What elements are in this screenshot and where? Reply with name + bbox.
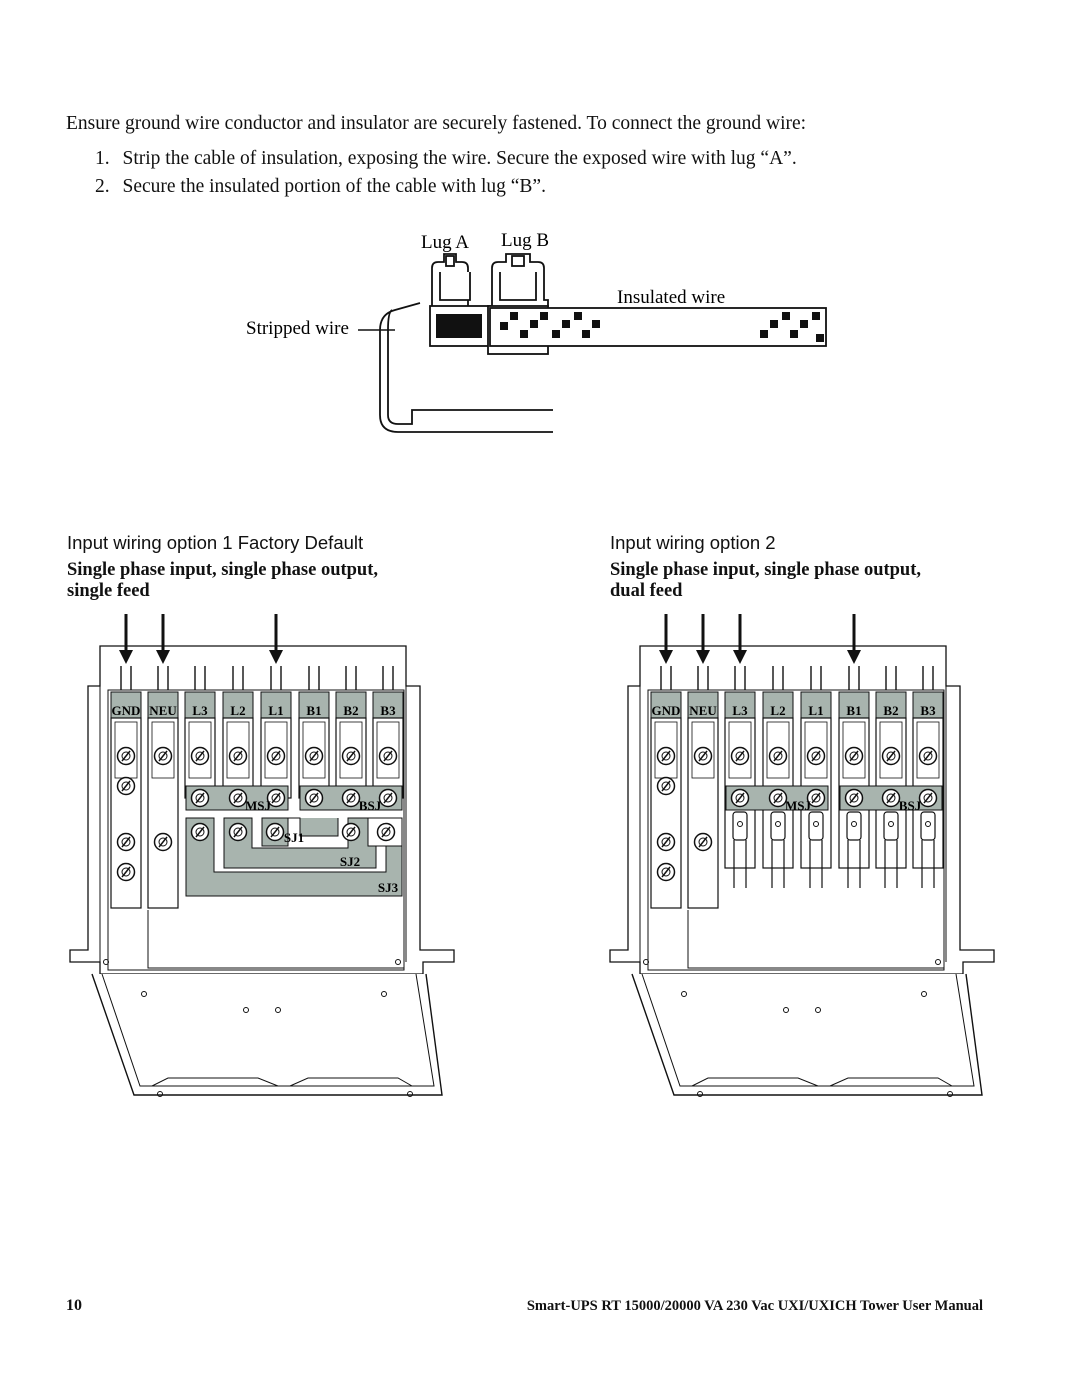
terminal-label-tab xyxy=(335,691,367,719)
terminal-label-b2: B2 xyxy=(343,703,358,718)
msj-label: MSJ xyxy=(245,798,272,813)
mount-hole xyxy=(275,1007,281,1013)
manual-title: Smart-UPS RT 15000/20000 VA 230 Vac UXI/… xyxy=(526,1298,983,1314)
lug-diagram: Lug A Lug B Insulated wire Stripped wire xyxy=(246,230,827,433)
input-arrowhead-icon xyxy=(659,650,673,664)
sj2-label: SJ2 xyxy=(340,854,360,869)
mount-hole xyxy=(157,1091,163,1097)
option1-subtitle: Single phase input, single phase output,… xyxy=(67,560,378,602)
input-arrowhead-icon xyxy=(269,650,283,664)
sj3-label: SJ3 xyxy=(378,880,399,895)
terminal-label-neu: NEU xyxy=(149,703,177,718)
terminal-label-tab xyxy=(650,691,682,719)
terminal-label-b1: B1 xyxy=(306,703,321,718)
terminal-label-tab xyxy=(800,691,832,719)
step-2-number: 2. xyxy=(95,176,110,197)
terminal-label-l1: L1 xyxy=(808,703,823,718)
mount-hole xyxy=(935,959,941,965)
terminal-label-tab xyxy=(838,691,870,719)
option1-title: Input wiring option 1 Factory Default xyxy=(67,532,364,553)
sj2-bar xyxy=(223,817,377,869)
terminal-label-tab xyxy=(147,691,179,719)
option1-subtitle-line1: Single phase input, single phase output, xyxy=(67,560,379,580)
input-arrowhead-icon xyxy=(733,650,747,664)
step-2: 2. Secure the insulated portion of the c… xyxy=(95,176,546,198)
terminal-label-tab xyxy=(912,691,944,719)
mount-hole xyxy=(947,1091,953,1097)
insulated-wire-label: Insulated wire xyxy=(617,287,725,308)
lug-a-label: Lug A xyxy=(421,232,469,253)
mounting-bracket xyxy=(631,973,983,1096)
mount-hole xyxy=(783,1007,789,1013)
step-1-text: Strip the cable of insulation, exposing … xyxy=(122,148,797,169)
terminal-label-b3: B3 xyxy=(920,703,936,718)
lug-a-shape xyxy=(431,253,471,310)
mounting-bracket xyxy=(91,973,443,1096)
terminal-label-tab xyxy=(762,691,794,719)
terminal-label-b3: B3 xyxy=(380,703,396,718)
sj1-label: SJ1 xyxy=(284,830,304,845)
step-2-text: Secure the insulated portion of the cabl… xyxy=(122,176,546,197)
option2-subtitle: Single phase input, single phase output,… xyxy=(610,560,921,602)
terminal-label-tab xyxy=(875,691,907,719)
terminal-label-tab xyxy=(298,691,330,719)
mount-hole xyxy=(681,991,687,997)
terminal-label-l2: L2 xyxy=(230,703,245,718)
option2-title: Input wiring option 2 xyxy=(610,532,776,553)
mount-hole xyxy=(141,991,147,997)
input-arrowhead-icon xyxy=(156,650,170,664)
terminal-label-l3: L3 xyxy=(732,703,748,718)
mount-hole xyxy=(407,1091,413,1097)
terminal-label-gnd: GND xyxy=(652,703,681,718)
terminal-label-l1: L1 xyxy=(268,703,283,718)
step-1: 1. Strip the cable of insulation, exposi… xyxy=(95,148,797,170)
input-arrowhead-icon xyxy=(696,650,710,664)
terminal-label-b1: B1 xyxy=(846,703,861,718)
stripped-wire-label: Stripped wire xyxy=(246,318,349,339)
page-number: 10 xyxy=(66,1297,82,1314)
mount-hole xyxy=(921,991,927,997)
intro-text: Ensure ground wire conductor and insulat… xyxy=(66,113,807,134)
terminal-body xyxy=(372,717,404,799)
input-arrowhead-icon xyxy=(119,650,133,664)
terminal-label-l3: L3 xyxy=(192,703,208,718)
input-arrowhead-icon xyxy=(847,650,861,664)
lug-b-shape xyxy=(491,253,549,310)
terminal-body xyxy=(147,717,179,909)
mount-hole xyxy=(395,959,401,965)
terminal-label-tab xyxy=(372,691,404,719)
terminal-body xyxy=(687,717,719,909)
mount-hole xyxy=(243,1007,249,1013)
option2-subtitle-line1: Single phase input, single phase output, xyxy=(610,560,922,580)
terminal-label-neu: NEU xyxy=(689,703,717,718)
msj-label: MSJ xyxy=(785,798,812,813)
mount-hole xyxy=(697,1091,703,1097)
terminal-label-tab xyxy=(184,691,216,719)
bsj-label: BSJ xyxy=(899,798,922,813)
option1-subtitle-line2: single feed xyxy=(67,581,150,601)
lug-b-label: Lug B xyxy=(501,230,549,251)
terminal-label-gnd: GND xyxy=(112,703,141,718)
terminal-label-tab xyxy=(222,691,254,719)
bsj-label: BSJ xyxy=(359,798,382,813)
terminal-label-l2: L2 xyxy=(770,703,785,718)
step-1-number: 1. xyxy=(95,148,110,169)
mount-hole xyxy=(815,1007,821,1013)
option2-subtitle-line2: dual feed xyxy=(610,581,683,601)
mount-hole xyxy=(381,991,387,997)
terminal-label-b2: B2 xyxy=(883,703,898,718)
